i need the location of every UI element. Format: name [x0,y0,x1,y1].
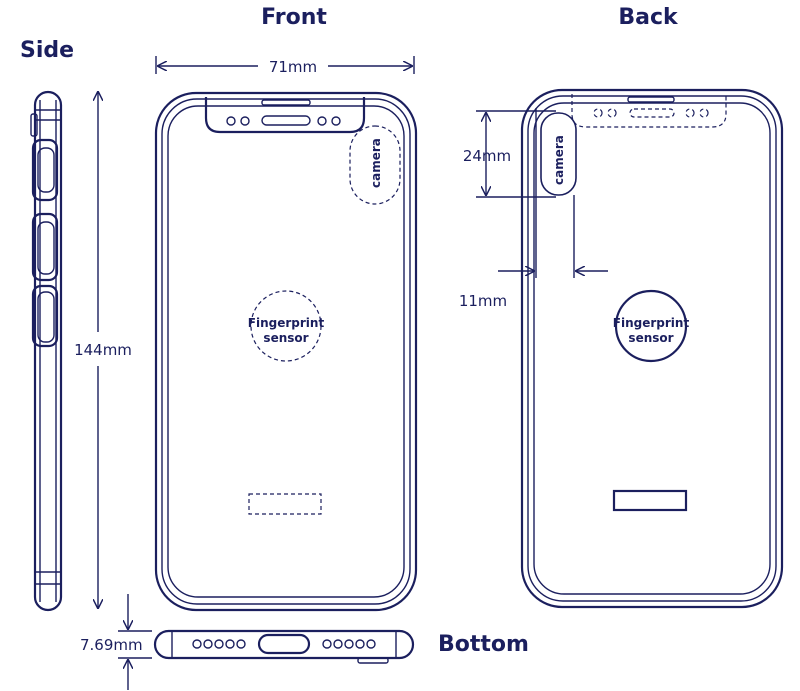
camera-label-front: camera [369,138,383,188]
speaker-hole-icon [366,639,376,649]
front-view-title: Front [261,5,327,30]
bottom-view-title: Bottom [438,632,529,657]
speaker-hole-icon [322,639,332,649]
side-switch-icon [30,113,38,137]
front-view: camera Fingerprint sensor [154,91,418,612]
fingerprint-label-front-line1: Fingerprint [248,316,325,330]
earpiece-speaker-icon [261,115,311,126]
speaker-hole-icon [192,639,202,649]
volume-up-button-icon [37,221,55,275]
fingerprint-label-back-line2: sensor [628,331,673,345]
camera-outline-front [349,125,401,205]
side-view [30,90,63,612]
rear-camera-module [540,112,577,196]
width-dimension: 71mm [155,56,415,76]
back-view: camera Fingerprint sensor [520,88,784,609]
fingerprint-sensor-back [614,289,688,363]
camera-offset-dimension: 11mm [459,108,608,310]
camera-height-dimension: 24mm [463,110,556,198]
width-label: 71mm [269,58,317,76]
speaker-hole-icon [236,639,246,649]
logo-area-back [612,489,688,512]
side-view-title: Side [20,38,74,63]
back-notch-outline [571,94,727,128]
height-label: 144mm [74,341,132,359]
thickness-dimension: 7.69mm [80,594,152,690]
volume-down-button-icon [37,291,55,343]
height-dimension: 144mm [74,92,132,608]
speaker-hole-icon [203,639,213,649]
front-sensor-icon [317,116,327,126]
logo-area-front [248,493,322,515]
camera-height-label: 24mm [463,147,511,165]
bottom-view [153,629,415,664]
fingerprint-label-front-line2: sensor [263,331,308,345]
speaker-hole-icon [225,639,235,649]
camera-label-back: camera [552,135,566,185]
speaker-hole-icon [355,639,365,649]
front-notch [204,97,366,134]
charging-port-icon [257,633,311,655]
camera-offset-label: 11mm [459,292,507,310]
fingerprint-sensor-front [250,290,322,362]
back-view-title: Back [618,5,679,30]
speaker-hole-icon [333,639,343,649]
fingerprint-label-back-line1: Fingerprint [613,316,690,330]
side-button-icon [37,147,55,193]
speaker-hole-icon [214,639,224,649]
front-sensor-icon [331,116,341,126]
thickness-label: 7.69mm [80,636,143,654]
front-sensor-icon [226,116,236,126]
front-sensor-icon [240,116,250,126]
speaker-hole-icon [344,639,354,649]
